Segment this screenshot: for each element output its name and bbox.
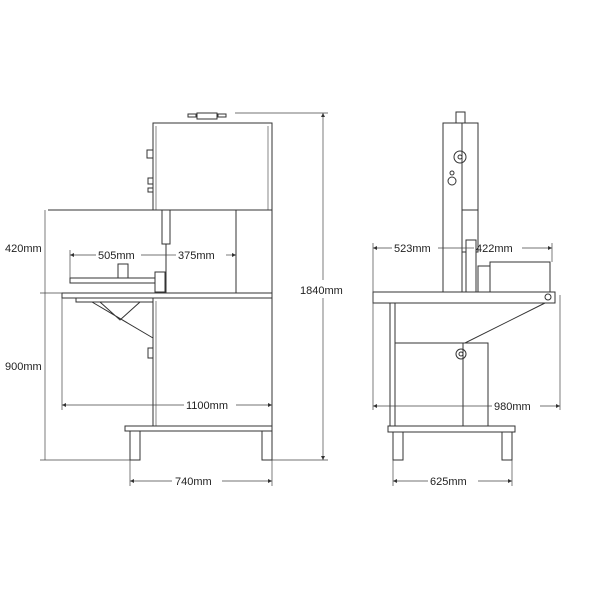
blade-to-frame-label: 375mm <box>178 250 215 262</box>
blade-to-column-label: 505mm <box>98 250 135 262</box>
front-dimensions: 420mm 900mm 505mm 375mm 1100mm 1840mm 74… <box>5 112 343 488</box>
side-base <box>387 425 516 433</box>
pusher-rail <box>69 277 161 284</box>
leg <box>392 431 404 461</box>
side-table <box>372 291 556 304</box>
base-depth-label: 625mm <box>430 476 467 488</box>
leg <box>129 430 141 461</box>
front-view <box>48 112 273 461</box>
leg <box>261 430 273 461</box>
total-height-label: 1840mm <box>300 285 343 297</box>
cutting-height-label: 420mm <box>5 243 42 255</box>
right-table-label: 422mm <box>476 243 513 255</box>
side-dimensions: 523mm 422mm 980mm 625mm <box>372 243 561 488</box>
table-depth-label: 980mm <box>494 401 531 413</box>
table <box>61 292 273 299</box>
upper-wheel-housing <box>152 122 273 211</box>
table-height-label: 900mm <box>5 361 42 373</box>
blade-guide <box>161 209 171 245</box>
column <box>442 122 463 294</box>
table-length-label: 1100mm <box>186 400 228 412</box>
leg <box>501 431 513 461</box>
base-frame <box>124 425 273 432</box>
base-width-label: 740mm <box>175 476 212 488</box>
left-table-label: 523mm <box>394 243 431 255</box>
side-view <box>372 111 556 461</box>
top-handle <box>196 112 218 120</box>
motor <box>489 261 551 293</box>
